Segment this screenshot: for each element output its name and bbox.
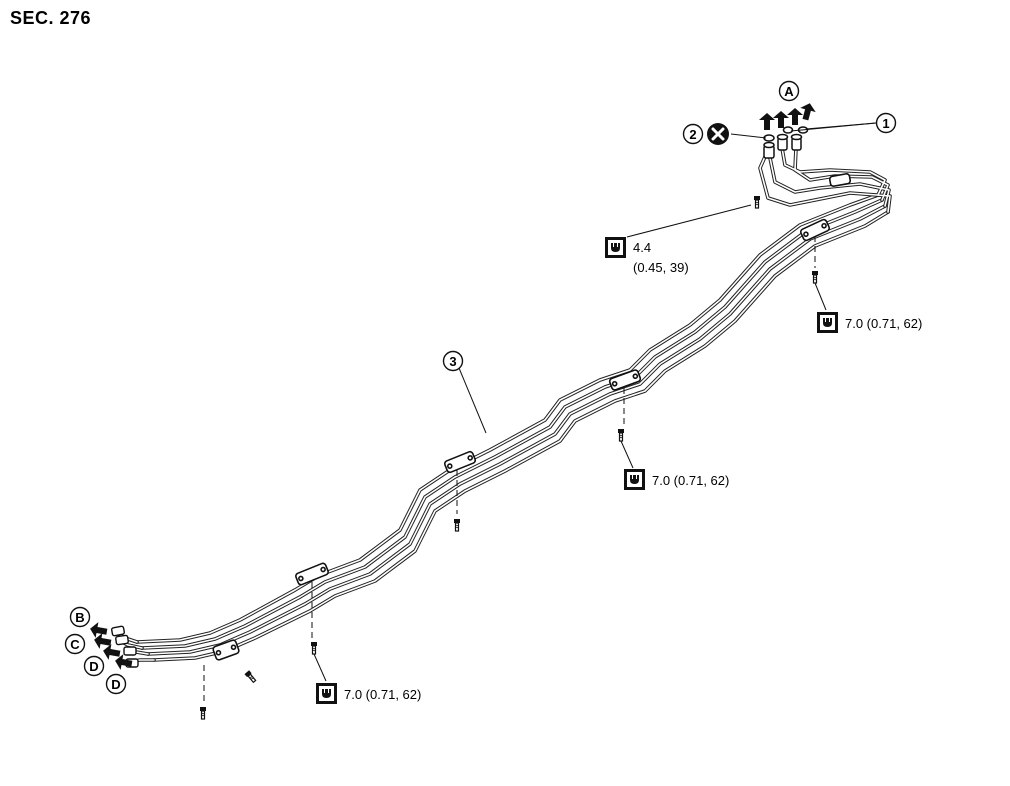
connector-fitting: [763, 141, 775, 159]
torque-alt-units: (0.45, 39): [633, 260, 689, 275]
torque-spec-lower-left: 7.0 (0.71, 62): [316, 683, 421, 704]
connector-fitting: [790, 133, 803, 151]
torque-wrench-icon: [624, 469, 645, 490]
tube-line: [146, 204, 887, 656]
clamp: [295, 562, 329, 586]
section-label: SEC. 276: [10, 8, 92, 28]
o-ring: [782, 126, 794, 134]
callout-ref-a: A: [778, 80, 800, 102]
tube-line: [152, 210, 890, 662]
torque-wrench-icon: [817, 312, 838, 333]
callout-label: A: [784, 84, 794, 99]
callouts: 1 2 3 A B C D: [64, 80, 897, 695]
bolt-icon: [617, 428, 625, 442]
torque-value: 4.4: [633, 240, 651, 255]
centerlines: [203, 236, 816, 704]
torque-spec-upper-right: 7.0 (0.71, 62): [817, 312, 922, 333]
torque-spec-bolt-top: 4.4 (0.45, 39): [605, 237, 689, 275]
callout-ref-d: D: [105, 673, 127, 695]
callout-label: D: [89, 659, 98, 674]
bolt-icon: [199, 706, 207, 720]
clamp: [799, 218, 831, 242]
callout-ref-c: C: [64, 633, 86, 655]
torque-value: 7.0 (0.71, 62): [845, 316, 922, 331]
top-connectors: [763, 126, 809, 159]
direction-arrow-icon: [759, 101, 818, 130]
bolt-icon: [811, 270, 819, 284]
torque-wrench-icon: [605, 237, 626, 258]
callout-ref-d: D: [83, 655, 105, 677]
callout-label: C: [70, 637, 80, 652]
callout-label: B: [75, 610, 84, 625]
callout-label: D: [111, 677, 120, 692]
clamp: [828, 173, 852, 187]
torque-value: 7.0 (0.71, 62): [344, 687, 421, 702]
do-not-reuse-icon: [707, 123, 729, 145]
callout-part-2: 2: [682, 123, 704, 145]
tube-assembly: [113, 146, 892, 664]
bolt-icon: [310, 641, 318, 655]
callout-label: 3: [449, 354, 456, 369]
torque-value: 7.0 (0.71, 62): [652, 473, 729, 488]
callout-ref-b: B: [69, 606, 91, 628]
torque-wrench-icon: [316, 683, 337, 704]
clamp: [212, 639, 240, 661]
callout-part-1: 1: [875, 112, 897, 134]
tube-line: [758, 148, 892, 214]
callout-label: 1: [882, 116, 889, 131]
bolt-icon: [453, 518, 461, 532]
torque-spec-middle: 7.0 (0.71, 62): [624, 469, 729, 490]
callout-part-3: 3: [442, 350, 464, 372]
clamp: [608, 369, 642, 391]
clamps: [212, 173, 852, 661]
clamp: [443, 450, 477, 474]
leader-lines: [313, 122, 877, 682]
bolt-icon: [243, 669, 258, 684]
bolt-icon: [753, 195, 761, 209]
connector-fitting: [776, 133, 789, 151]
callout-label: 2: [689, 127, 696, 142]
